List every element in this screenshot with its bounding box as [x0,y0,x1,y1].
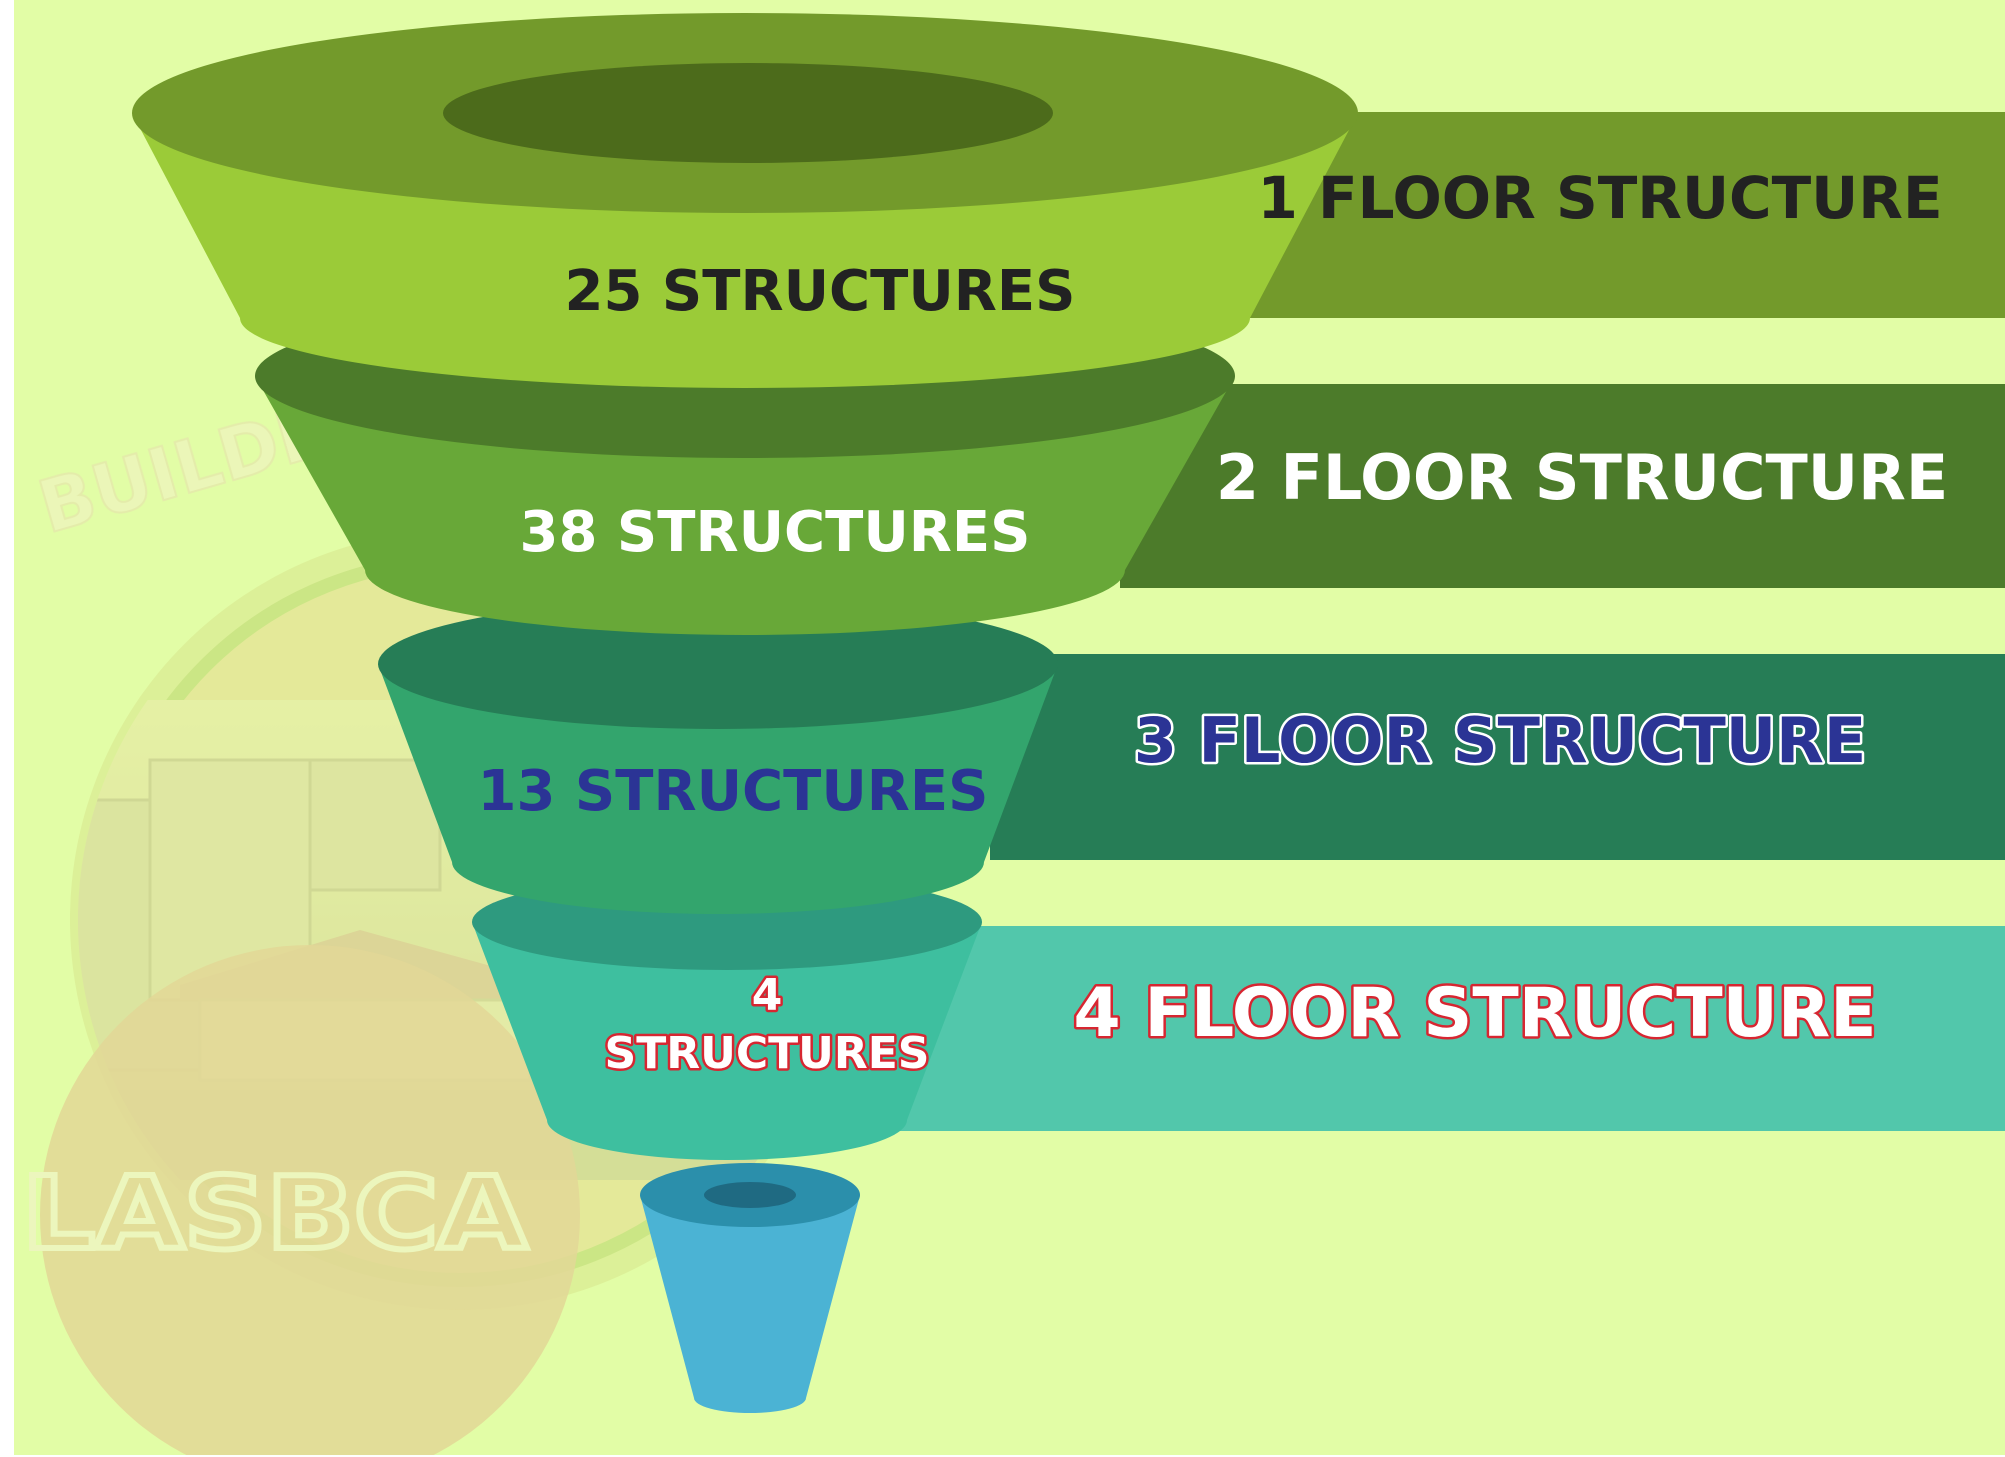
tier-4-count-unit: STRUCTURES [605,1028,930,1079]
tier-1-band-label: 1 FLOOR STRUCTURE [1257,164,1942,232]
funnel-tier-3 [378,599,1058,914]
house-body [198,998,532,1082]
funnel-tier-4 [472,874,982,1160]
tier-body [472,922,982,1160]
tier-4-count-number: 4 [752,970,783,1021]
funnel-tier-1 [132,13,1358,388]
tier-4-band-label: 4 FLOOR STRUCTURE [1073,974,1876,1053]
label-layer: 25 STRUCTURES 1 FLOOR STRUCTURE 38 STRUCTU… [477,164,1948,1082]
tier-body [378,664,1058,914]
tier-2-band-label: 2 FLOOR STRUCTURE [1216,441,1948,514]
spout-body [640,1195,860,1413]
tier-1-count: 25 STRUCTURES [564,259,1075,324]
seal-center-disc [40,945,580,1455]
funnel-layer [132,13,1358,1413]
tier-3-band-label: 3 FLOOR STRUCTURE [1134,704,1866,777]
building-mid [308,758,442,892]
tier-band-1 [1240,112,2005,318]
tier-opening [443,63,1053,163]
seal-abbreviation: LASBCA [22,1155,527,1272]
tier-2-count: 38 STRUCTURES [519,500,1030,565]
tier-band-2 [1120,384,2005,588]
tier-band-4 [860,926,2005,1131]
roof-house [180,930,560,1000]
tier-3-count: 13 STRUCTURES [477,759,988,824]
spout-hole [704,1182,796,1208]
tier-band-3 [990,654,2005,860]
tier-rim [378,599,1058,729]
band-layer [860,112,2005,1131]
